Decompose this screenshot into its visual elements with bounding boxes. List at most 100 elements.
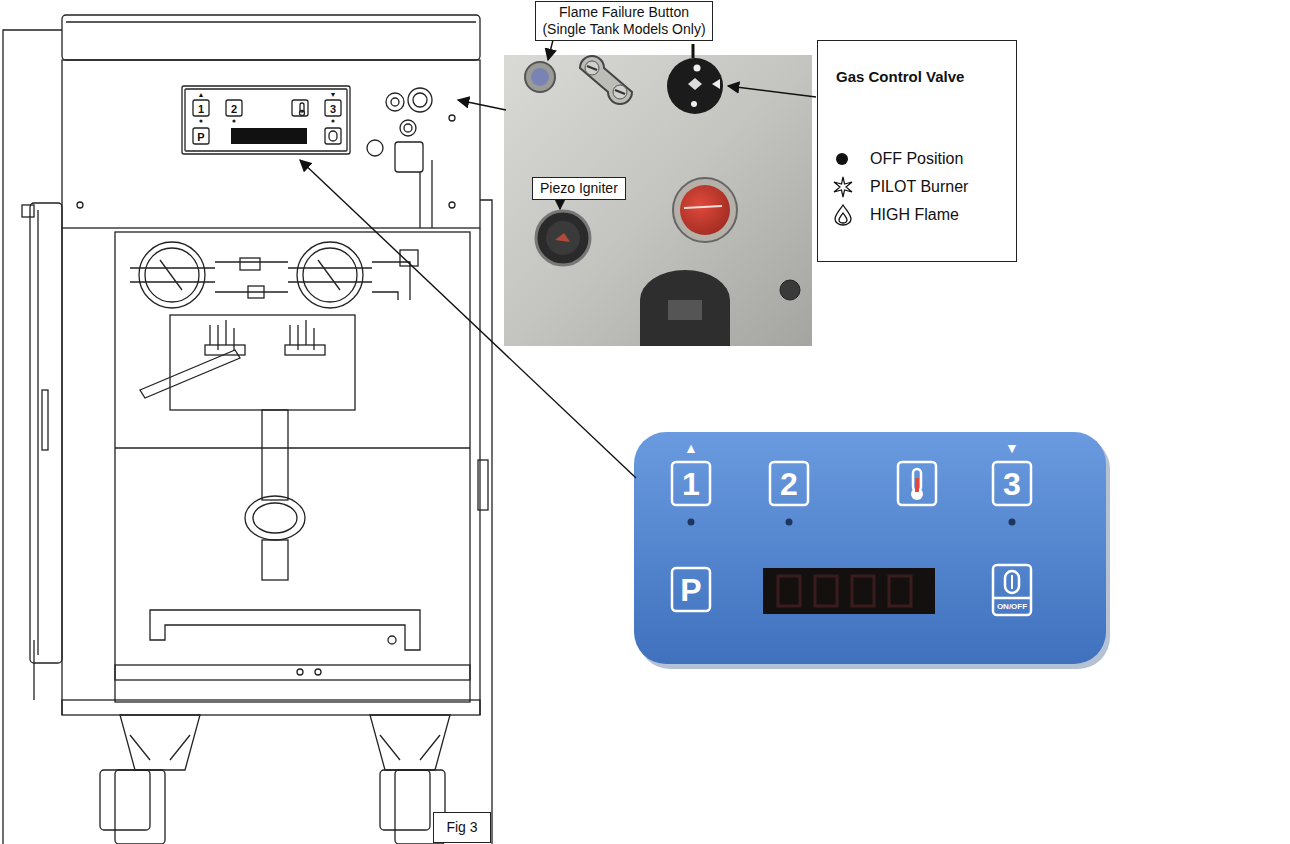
illustration-part (580, 56, 632, 104)
illustration-part (193, 128, 209, 144)
illustration-part (763, 568, 935, 614)
illustration-part (262, 540, 288, 580)
key-label: ▲ (198, 91, 205, 98)
legend-symbol (830, 148, 858, 170)
illustration-part (478, 460, 488, 510)
illustration-part (386, 93, 404, 111)
illustration-part (77, 202, 83, 208)
illustration-part (672, 462, 710, 505)
legend-text: PILOT Burner (870, 177, 968, 196)
illustration-part (559, 201, 560, 209)
illustration-part (325, 100, 341, 116)
illustration-part (536, 211, 590, 265)
illustration-part (613, 85, 627, 99)
illustration-part (691, 101, 697, 107)
legend-row: PILOT Burner (818, 174, 1016, 198)
illustration-part (370, 715, 450, 770)
illustration-part (61, 228, 62, 715)
illustration-part (404, 124, 412, 132)
illustration-part (3, 30, 62, 844)
illustration-part (329, 131, 337, 141)
callout-box: Piezo Igniter (532, 177, 626, 200)
illustration-part (300, 160, 636, 478)
illustration-part (145, 248, 199, 302)
illustration-part (413, 93, 427, 107)
illustration-part (33, 640, 34, 700)
illustration-part (531, 68, 549, 86)
key-label: 3 (330, 103, 336, 114)
illustration-part (318, 260, 340, 290)
keypad-label: 3 (1003, 468, 1021, 500)
illustration-part (185, 89, 347, 151)
illustration-part (193, 100, 209, 116)
illustration-part (22, 205, 34, 217)
illustration-part (231, 128, 307, 144)
illustration-part (30, 203, 62, 663)
keypad-label: 2 (780, 468, 798, 500)
illustration-part (672, 462, 1031, 615)
illustration-part (634, 432, 1106, 664)
illustration-part (42, 390, 48, 450)
illustration-part (226, 100, 242, 116)
illustration-part (285, 345, 325, 355)
node-text: Flame Failure Button (Single Tank Models… (540, 4, 708, 38)
illustration-part (1011, 575, 1013, 589)
illustration-part (684, 206, 722, 208)
leader-lines (300, 40, 816, 478)
illustration-part (62, 700, 480, 715)
key-label: ▼ (330, 91, 337, 98)
illustration-part (688, 78, 702, 90)
illustration-part (1005, 571, 1019, 593)
illustration-part (587, 66, 597, 70)
illustration-part (694, 65, 701, 72)
node-text: Fig 3 (440, 819, 484, 836)
illustration-part (300, 111, 305, 116)
illustration-part (770, 462, 808, 505)
illustration-part (480, 200, 492, 844)
illustration-part (993, 565, 1031, 615)
illustration-part (915, 478, 919, 492)
illustration-part (303, 248, 357, 302)
illustration-part (913, 469, 921, 491)
illustration-part (62, 15, 480, 60)
illustration-part (37, 210, 38, 655)
illustration-part (115, 232, 470, 702)
illustration-part (672, 568, 710, 611)
illustration-part (408, 88, 432, 112)
illustration-part (100, 770, 150, 830)
legend-box: Gas Control ValveOFF PositionPILOT Burne… (817, 40, 1017, 262)
illustration-part (115, 770, 165, 844)
small-display (199, 119, 334, 144)
illustration-part (400, 120, 416, 136)
illustration-part (232, 119, 235, 122)
illustration-part (786, 519, 793, 526)
callout-box: Flame Failure Button (Single Tank Models… (535, 1, 713, 41)
illustration-part (1009, 519, 1016, 526)
fryer-drawing (3, 15, 492, 844)
legend-text: OFF Position (870, 149, 963, 168)
illustration-part (215, 262, 288, 292)
illustration-part (993, 462, 1031, 505)
legend-symbol (830, 176, 858, 198)
illustration-part (778, 576, 800, 606)
illustration-part (504, 55, 812, 346)
illustration-part (692, 44, 695, 58)
illustration-part (115, 665, 470, 680)
illustration-part (778, 576, 911, 606)
illustration-part (199, 119, 202, 122)
illustration-part (297, 242, 363, 308)
illustration-part (668, 300, 702, 320)
illustration-part (160, 260, 182, 290)
keypad-label: ▼ (1005, 441, 1019, 455)
illustration-part (62, 60, 480, 228)
illustration-part (150, 610, 420, 650)
illustration-part (479, 228, 480, 715)
illustration-part (372, 262, 410, 300)
legend-symbol-shape (835, 205, 851, 225)
illustration-part (673, 178, 737, 242)
illustration-part (262, 410, 288, 500)
illustration-part (120, 715, 200, 770)
illustration-part (115, 447, 470, 448)
